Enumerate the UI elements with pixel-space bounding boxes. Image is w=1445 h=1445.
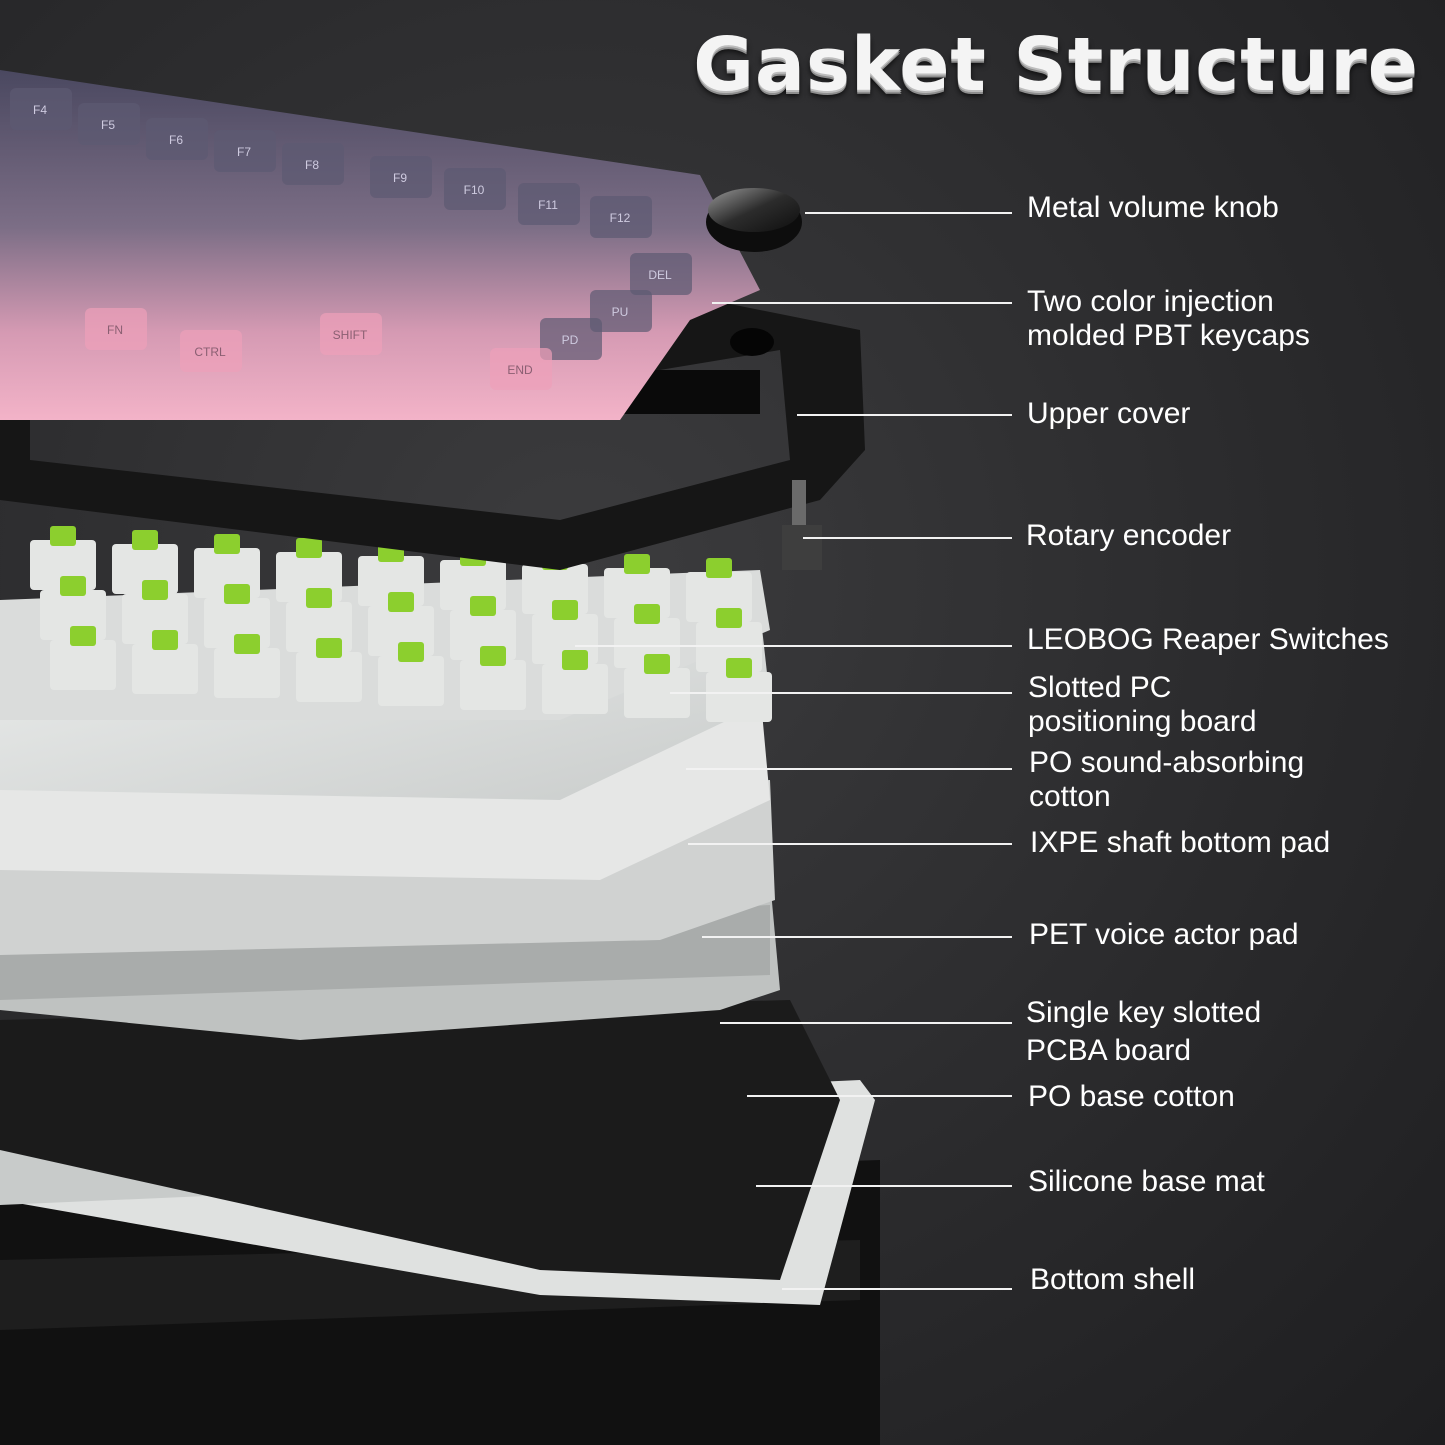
switch-stem [316, 638, 342, 658]
switch-stem [132, 530, 158, 550]
switch-housing [624, 668, 690, 718]
keycap-legend: F7 [237, 145, 251, 159]
switch-stem [70, 626, 96, 646]
switch-stem [306, 588, 332, 608]
switch-stem [644, 654, 670, 674]
switch-housing [460, 660, 526, 710]
keycap-legend: CTRL [194, 345, 226, 359]
keycap-legend: PD [562, 333, 579, 347]
switch-stem [624, 554, 650, 574]
switch-stem [398, 642, 424, 662]
keycap-legend: F6 [169, 133, 183, 147]
switch-stem [296, 538, 322, 558]
keycap-legend: F9 [393, 171, 407, 185]
reaper-switches-layer [30, 526, 772, 722]
switch-stem [706, 558, 732, 578]
switch-housing [296, 652, 362, 702]
switch-stem [726, 658, 752, 678]
keycap-legend: F10 [464, 183, 485, 197]
keycap [282, 143, 344, 185]
keycap-legend: PU [612, 305, 629, 319]
keycap [370, 156, 432, 198]
switch-stem [470, 596, 496, 616]
switch-stem [552, 600, 578, 620]
keycap-legend: END [507, 363, 533, 377]
po-base-cotton-layer [0, 1000, 840, 1280]
switch-stem [50, 526, 76, 546]
keycap [180, 330, 242, 372]
keycap-legend: FN [107, 323, 123, 337]
keycap [518, 183, 580, 225]
keycap [214, 130, 276, 172]
keycap [590, 196, 652, 238]
switch-housing [706, 672, 772, 722]
keycap [630, 253, 692, 295]
keycap-legend: SHIFT [333, 328, 368, 342]
metal-volume-knob-part [706, 188, 802, 252]
switch-housing [542, 664, 608, 714]
keycap [78, 103, 140, 145]
keycap [10, 88, 72, 130]
keycap-legend: F8 [305, 158, 319, 172]
switch-stem [562, 650, 588, 670]
switch-housing [50, 640, 116, 690]
switch-stem [634, 604, 660, 624]
switch-stem [388, 592, 414, 612]
switch-stem [214, 534, 240, 554]
switch-stem [224, 584, 250, 604]
switch-stem [142, 580, 168, 600]
keycap-legend: DEL [648, 268, 672, 282]
keycap-legend: F12 [610, 211, 631, 225]
keycap [590, 290, 652, 332]
switch-stem [234, 634, 260, 654]
switch-stem [480, 646, 506, 666]
switch-housing [214, 648, 280, 698]
keycap-legend: F11 [538, 198, 558, 212]
page-title: Gasket Structure [693, 22, 1419, 108]
keycap-legend: F4 [33, 103, 47, 117]
switch-stem [152, 630, 178, 650]
switch-housing [378, 656, 444, 706]
rotary-encoder-part [782, 480, 822, 570]
switch-stem [716, 608, 742, 628]
keycap [85, 308, 147, 350]
switch-housing [132, 644, 198, 694]
keycap [146, 118, 208, 160]
keycap [444, 168, 506, 210]
keycap [540, 318, 602, 360]
keycap-legend: F5 [101, 118, 115, 132]
keycap [490, 348, 552, 390]
switch-stem [60, 576, 86, 596]
keycap [320, 313, 382, 355]
